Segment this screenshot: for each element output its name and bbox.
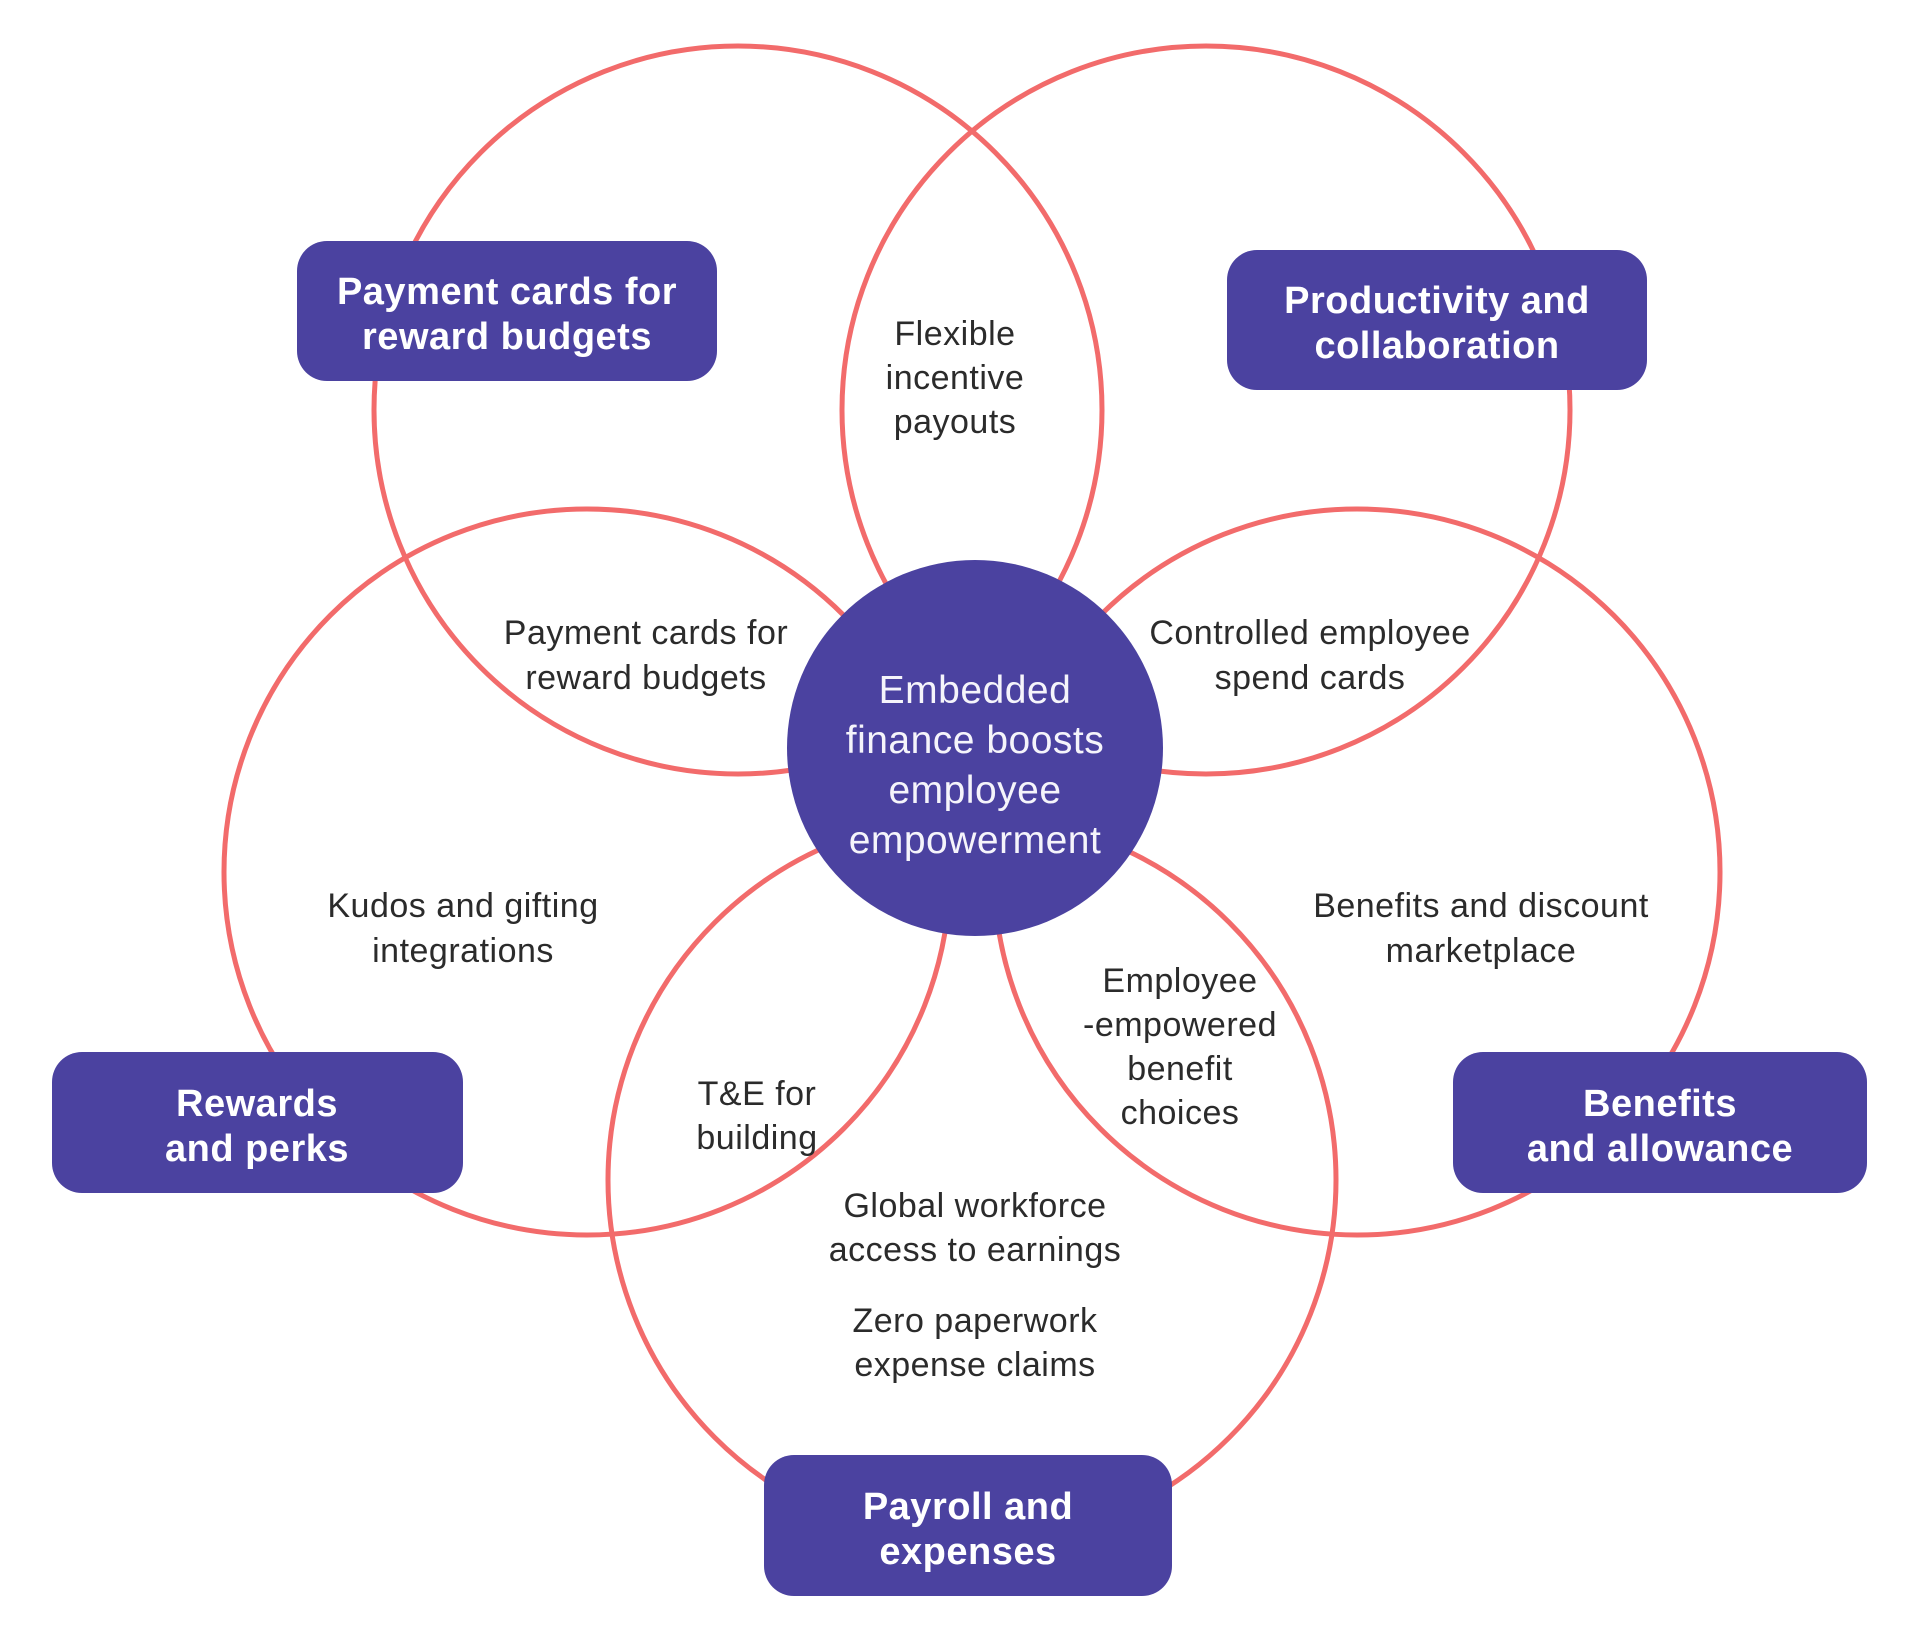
category-labels: Payment cards for reward budgets Product… bbox=[52, 241, 1867, 1596]
label-payroll-and-expenses: Payroll and expenses bbox=[764, 1455, 1172, 1596]
center-line-4: empowerment bbox=[849, 819, 1102, 862]
item-text-line: expense claims bbox=[854, 1346, 1095, 1384]
item-text-line: choices bbox=[1121, 1094, 1240, 1132]
label-box bbox=[52, 1052, 463, 1193]
circle-payment-cards bbox=[371, 43, 1105, 777]
label-text-line: Productivity and bbox=[1284, 280, 1590, 322]
label-text-line: Payroll and bbox=[863, 1486, 1073, 1528]
label-box bbox=[1453, 1052, 1867, 1193]
label-text-line: and allowance bbox=[1527, 1128, 1793, 1170]
center-line-1: Embedded bbox=[879, 669, 1072, 712]
label-text-line: reward budgets bbox=[362, 316, 652, 358]
label-benefits-and-allowance: Benefits and allowance bbox=[1453, 1052, 1867, 1193]
center-circle bbox=[787, 560, 1163, 936]
center-circle-text: Embedded finance boosts employee empower… bbox=[846, 669, 1105, 862]
item-text-line: Benefits and discount bbox=[1313, 887, 1649, 925]
item-t-and-e-for-building: T&E for building bbox=[696, 1075, 817, 1157]
item-employee-empowered-benefit-choices: Employee -empowered benefit choices bbox=[1083, 962, 1277, 1132]
label-payment-cards-for-reward-budgets: Payment cards for reward budgets bbox=[297, 241, 717, 381]
item-text-line: T&E for bbox=[698, 1075, 817, 1113]
label-rewards-and-perks: Rewards and perks bbox=[52, 1052, 463, 1193]
label-box bbox=[1227, 250, 1647, 390]
item-text-line: -empowered bbox=[1083, 1006, 1277, 1044]
center-line-3: employee bbox=[888, 769, 1061, 812]
item-text-line: payouts bbox=[894, 403, 1017, 441]
item-text-line: integrations bbox=[372, 932, 554, 970]
item-text-line: marketplace bbox=[1386, 932, 1577, 970]
label-box bbox=[764, 1455, 1172, 1596]
circle-productivity bbox=[839, 43, 1573, 777]
item-text-line: Payment cards for bbox=[504, 614, 788, 652]
item-text-line: incentive bbox=[886, 359, 1025, 397]
label-text-line: collaboration bbox=[1314, 325, 1559, 367]
item-zero-paperwork-expense-claims: Zero paperwork expense claims bbox=[852, 1302, 1098, 1384]
item-text-line: building bbox=[696, 1119, 817, 1157]
item-text-line: Controlled employee bbox=[1149, 614, 1470, 652]
item-benefits-discount-marketplace: Benefits and discount marketplace bbox=[1313, 887, 1649, 970]
label-text-line: expenses bbox=[879, 1531, 1056, 1573]
item-text-line: benefit bbox=[1127, 1050, 1233, 1088]
item-text-line: Employee bbox=[1102, 962, 1257, 1000]
item-texts: Flexible incentive payouts Payment cards… bbox=[327, 315, 1648, 1384]
item-text-line: reward budgets bbox=[525, 659, 766, 697]
label-box bbox=[297, 241, 717, 381]
item-text-line: Global workforce bbox=[843, 1187, 1106, 1225]
label-text-line: Payment cards for bbox=[337, 271, 677, 313]
item-flexible-incentive-payouts: Flexible incentive payouts bbox=[886, 315, 1025, 441]
label-text-line: and perks bbox=[165, 1128, 349, 1170]
center-line-2: finance boosts bbox=[846, 719, 1105, 762]
item-text-line: access to earnings bbox=[829, 1231, 1122, 1269]
item-text-line: Zero paperwork bbox=[852, 1302, 1098, 1340]
item-controlled-employee-spend-cards: Controlled employee spend cards bbox=[1149, 614, 1470, 697]
label-text-line: Rewards bbox=[176, 1083, 338, 1125]
item-text-line: Kudos and gifting bbox=[327, 887, 598, 925]
item-payment-cards-lens: Payment cards for reward budgets bbox=[504, 614, 788, 697]
label-productivity-and-collaboration: Productivity and collaboration bbox=[1227, 250, 1647, 390]
item-text-line: Flexible bbox=[894, 315, 1015, 353]
label-text-line: Benefits bbox=[1583, 1083, 1737, 1125]
item-global-workforce-access: Global workforce access to earnings bbox=[829, 1187, 1122, 1269]
item-text-line: spend cards bbox=[1215, 659, 1406, 697]
item-kudos-and-gifting: Kudos and gifting integrations bbox=[327, 887, 598, 970]
